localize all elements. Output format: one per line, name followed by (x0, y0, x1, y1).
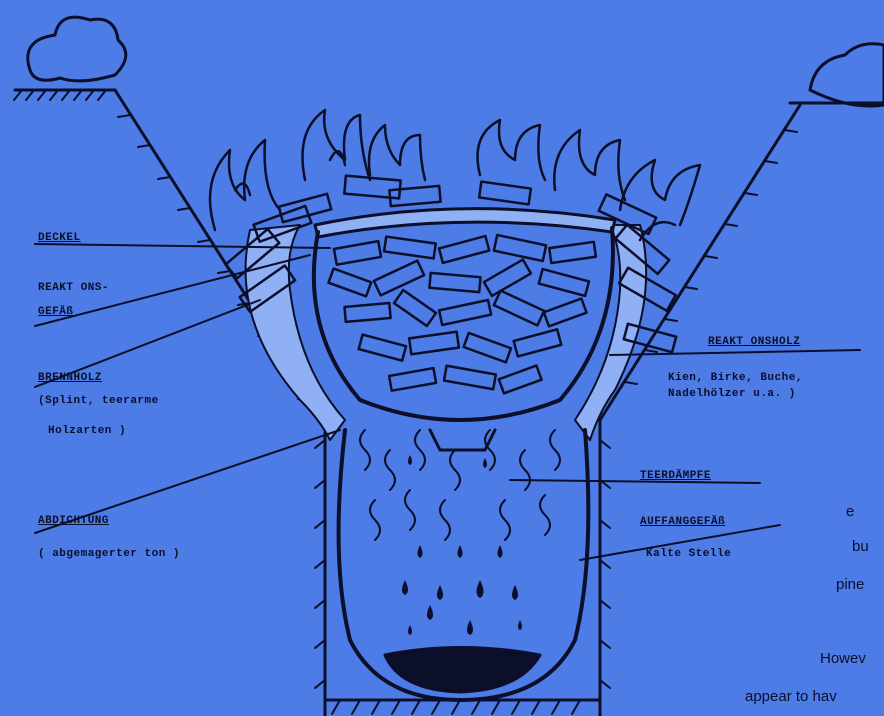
label-reaktionsholz-note-line1: Kien, Birke, Buche, (668, 372, 803, 384)
tar-vapors (360, 430, 560, 540)
pit-right-hatch (600, 130, 797, 688)
label-brennholz-note-line1: (Splint, teerarme (38, 395, 159, 407)
reaction-wood (328, 235, 595, 393)
leader-lines (35, 244, 860, 560)
text-fragment-2: bu (852, 538, 869, 555)
text-fragment-1: e (846, 503, 854, 520)
label-kalte-stelle: Kalte Stelle (646, 548, 731, 560)
text-fragment-3: pine (836, 576, 864, 593)
pit-bottom-hatch (332, 700, 580, 714)
label-abdichtung: ABDICHTUNG (38, 515, 109, 527)
label-reaktionsholz-note-line2: Nadelhölzer u.a. ) (668, 388, 796, 400)
label-auffanggefaess: AUFFANGGEFÄß (640, 516, 725, 528)
label-brennholz: BRENNHOLZ (38, 372, 102, 384)
lid (315, 209, 615, 237)
right-bush (810, 44, 884, 106)
tar-drops (402, 455, 522, 635)
pit-right-wall (600, 105, 800, 716)
label-reaktionsgefaess-line2: GEFÄß (38, 306, 74, 318)
text-fragment-4: Howev (820, 650, 866, 667)
label-teerdaempfe: TEERDÄMPFE (640, 470, 711, 482)
tar-pool (385, 648, 540, 693)
text-fragment-5: appear to hav (745, 688, 837, 705)
label-reaktionsholz: REAKT ONSHOLZ (708, 336, 800, 348)
label-deckel: DECKEL (38, 232, 81, 244)
label-brennholz-note-line2: Holzarten ) (48, 425, 126, 437)
label-reaktionsgefaess-line1: REAKT ONS- (38, 282, 109, 294)
label-abdichtung-note: ( abgemagerter ton ) (38, 548, 180, 560)
left-bush (28, 17, 126, 81)
